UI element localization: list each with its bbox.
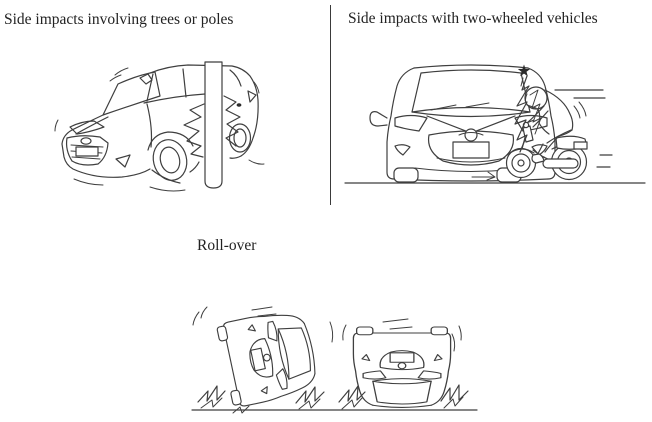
- motion-lines: [54, 67, 265, 192]
- motion-lines: [192, 306, 334, 343]
- pole: [204, 61, 223, 189]
- motion-lines: [342, 318, 462, 352]
- panel-divider-line: [330, 5, 331, 205]
- rollover-illustration: [191, 306, 478, 414]
- speed-lines: [554, 89, 613, 168]
- pole-impact-illustration: [54, 61, 265, 192]
- motorcycle: [505, 119, 588, 181]
- impact-burst-marks: [183, 95, 241, 158]
- car-front-view: [369, 64, 556, 183]
- car-on-side: [216, 314, 316, 407]
- impact-burst-marks: [338, 384, 469, 410]
- caption-pole-impact: Side impacts involving trees or poles: [4, 11, 234, 28]
- impact-star-icon: [517, 64, 531, 77]
- car-upside-down: [352, 326, 452, 408]
- impact-flash: [514, 75, 542, 153]
- impact-burst-marks: [197, 385, 325, 414]
- caption-rollover: Roll-over: [197, 237, 257, 254]
- car-three-quarter-view: [61, 64, 259, 184]
- two-wheeled-impact-illustration: [344, 64, 646, 184]
- caption-two-wheeled-impact: Side impacts with two-wheeled vehicles: [348, 10, 598, 27]
